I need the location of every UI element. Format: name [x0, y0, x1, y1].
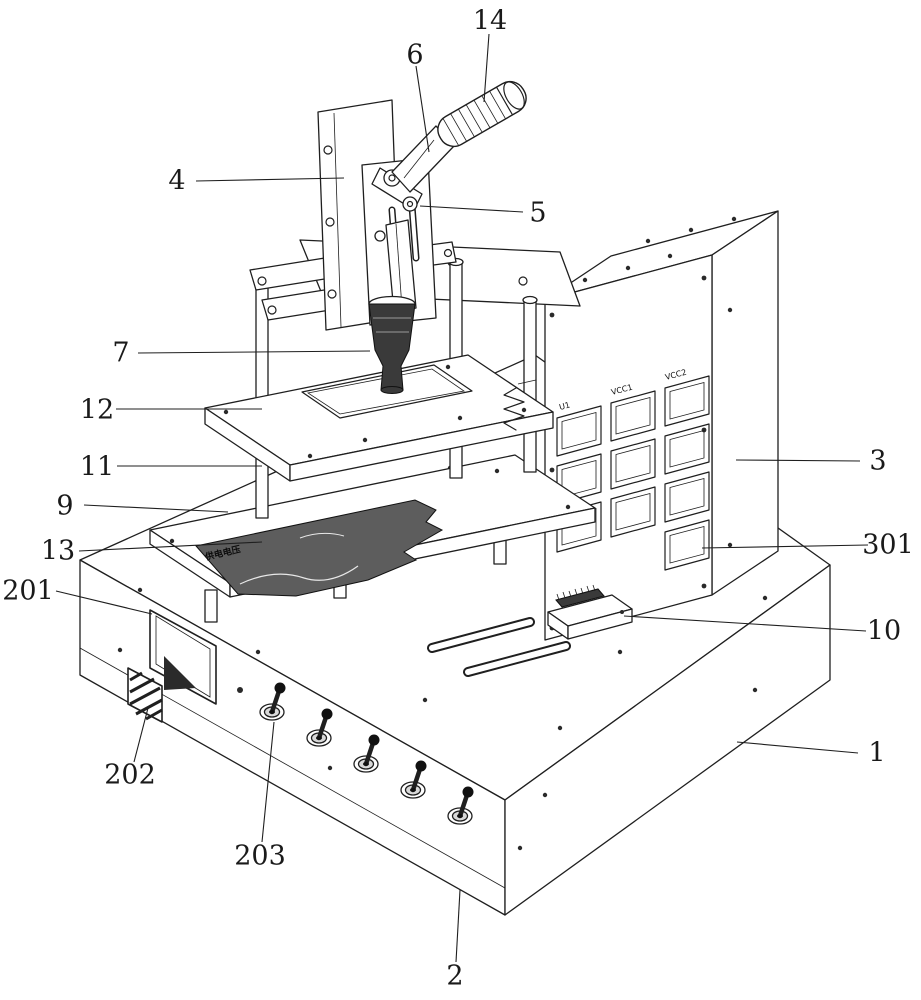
socket-window-301 — [664, 519, 710, 571]
ref-label-5: 5 — [529, 197, 547, 229]
ref-label-2: 2 — [446, 960, 464, 992]
ref-label-203: 203 — [234, 840, 286, 872]
handle-grip — [437, 80, 527, 148]
tower-right-face — [711, 210, 779, 596]
toggle-switch-row — [259, 682, 474, 825]
toggle-switch — [400, 760, 427, 799]
ref-label-1: 1 — [868, 737, 886, 769]
ref-label-6: 6 — [406, 39, 424, 71]
spring-clip — [503, 387, 525, 431]
press-probe — [368, 295, 416, 394]
connector-module — [547, 584, 633, 640]
upper-plate — [204, 354, 554, 482]
tower-panel: U1 VCC1 VCC2 — [544, 210, 779, 641]
support-rod — [523, 299, 537, 473]
ref-label-14: 14 — [472, 5, 508, 37]
ref-label-13: 13 — [40, 535, 76, 567]
pin-header — [555, 588, 605, 608]
ref-label-10: 10 — [866, 615, 902, 647]
socket-col-label-1: U1 — [558, 400, 571, 412]
base-top-slots — [427, 617, 571, 677]
display-window — [149, 609, 217, 705]
ref-label-202: 202 — [104, 759, 156, 791]
standoff — [204, 589, 218, 623]
base-front-right-face — [504, 564, 831, 916]
ref-label-301: 301 — [862, 529, 914, 561]
control-panel — [127, 609, 474, 825]
toggle-switch — [259, 682, 286, 721]
display-mark — [164, 656, 196, 690]
toggle-switch — [447, 786, 474, 825]
clamp-assembly — [249, 80, 527, 394]
hatched-plate — [127, 667, 163, 723]
ref-label-201: 201 — [2, 575, 54, 607]
ref-label-9: 9 — [56, 490, 74, 522]
pcb-board — [195, 499, 444, 597]
socket-window-grid — [556, 375, 710, 571]
toggle-switch — [353, 734, 380, 773]
ref-label-4: 4 — [168, 165, 186, 197]
leader-lines — [55, 33, 869, 963]
toggle-switch — [306, 708, 333, 747]
clamp-plunger — [385, 219, 417, 314]
lower-plate-assembly: 供电电压 — [149, 454, 596, 623]
ref-label-11: 11 — [79, 451, 115, 483]
ref-label-3: 3 — [869, 445, 887, 477]
ref-label-12: 12 — [79, 394, 115, 426]
tower-front-face — [544, 254, 713, 641]
ref-label-7: 7 — [112, 337, 130, 369]
